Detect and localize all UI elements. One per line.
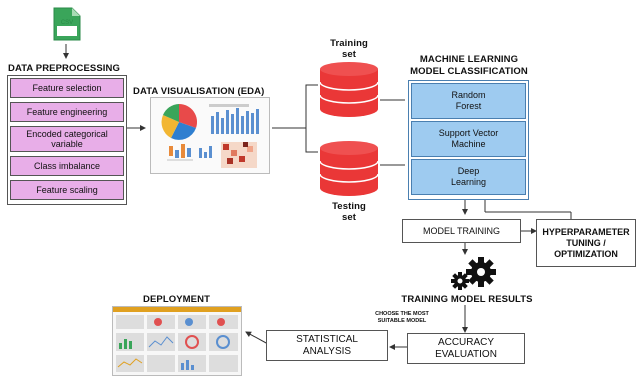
model-random-forest: Random Forest — [411, 83, 526, 119]
hyperparameter-line2: TUNING / — [566, 237, 606, 248]
model-svm: Support Vector Machine — [411, 121, 526, 157]
preprocessing-item-feature-engineering: Feature engineering — [10, 102, 124, 122]
csv-file-icon — [53, 7, 81, 41]
eda-thumbnail-charts — [161, 103, 259, 168]
model-training-box: MODEL TRAINING — [402, 219, 521, 243]
choose-model-note: CHOOSE THE MOST SUITABLE MODEL — [352, 311, 452, 325]
model-deep-learning-line2: Learning — [450, 177, 487, 187]
accuracy-line1: ACCURACY — [437, 336, 495, 348]
eda-visualisation-panel — [150, 97, 270, 174]
preprocessing-item-feature-scaling: Feature scaling — [10, 180, 124, 200]
preprocessing-title: DATA PREPROCESSING — [8, 63, 120, 74]
testing-set-label-line1: Testing — [332, 201, 366, 212]
preprocessing-item-feature-selection: Feature selection — [10, 78, 124, 98]
preprocessing-item-encoded-categorical: Encoded categorical variable — [10, 126, 124, 152]
model-deep-learning-line1: Deep — [457, 166, 480, 176]
csv-label: CSV — [60, 20, 74, 26]
hyperparameter-box: HYPERPARAMETER TUNING / OPTIMIZATION — [536, 219, 636, 267]
testing-set-label-line2: set — [341, 212, 357, 223]
ml-models-container — [408, 80, 529, 200]
statistical-analysis-box: STATISTICAL ANALYSIS — [266, 330, 388, 361]
gears-icon — [451, 257, 496, 290]
eda-title: DATA VISUALISATION (EDA) — [133, 86, 265, 97]
training-set-label-line1: Training — [330, 38, 368, 49]
model-deep-learning: Deep Learning — [411, 159, 526, 195]
preprocessing-item-class-imbalance: Class imbalance — [10, 156, 124, 176]
deployment-title: DEPLOYMENT — [143, 294, 210, 305]
model-svm-line2: Machine — [451, 139, 486, 149]
accuracy-evaluation-box: ACCURACY EVALUATION — [407, 333, 525, 364]
hyperparameter-line1: HYPERPARAMETER — [542, 226, 630, 237]
hyperparameter-line3: OPTIMIZATION — [554, 248, 618, 259]
statistical-line2: ANALYSIS — [302, 345, 352, 357]
model-svm-line1: Support Vector — [438, 128, 499, 138]
preprocessing-container — [7, 75, 127, 205]
choose-model-line1: CHOOSE THE MOST — [375, 311, 429, 317]
training-set-database-icon — [319, 62, 379, 117]
ml-title-line2: MODEL CLASSIFICATION — [410, 66, 528, 77]
ml-title-line1: MACHINE LEARNING — [419, 54, 519, 65]
model-random-forest-line1: Random — [451, 90, 486, 100]
testing-set-database-icon — [319, 141, 379, 196]
training-results-title: TRAINING MODEL RESULTS — [401, 294, 533, 305]
accuracy-line2: EVALUATION — [435, 348, 497, 360]
deployment-dashboard-thumbnail — [112, 306, 242, 376]
choose-model-line2: SUITABLE MODEL — [377, 318, 427, 324]
dashboard-icon — [113, 307, 241, 372]
model-random-forest-line2: Forest — [455, 101, 482, 111]
statistical-line1: STATISTICAL — [296, 333, 358, 345]
training-set-label-line2: set — [341, 49, 357, 60]
